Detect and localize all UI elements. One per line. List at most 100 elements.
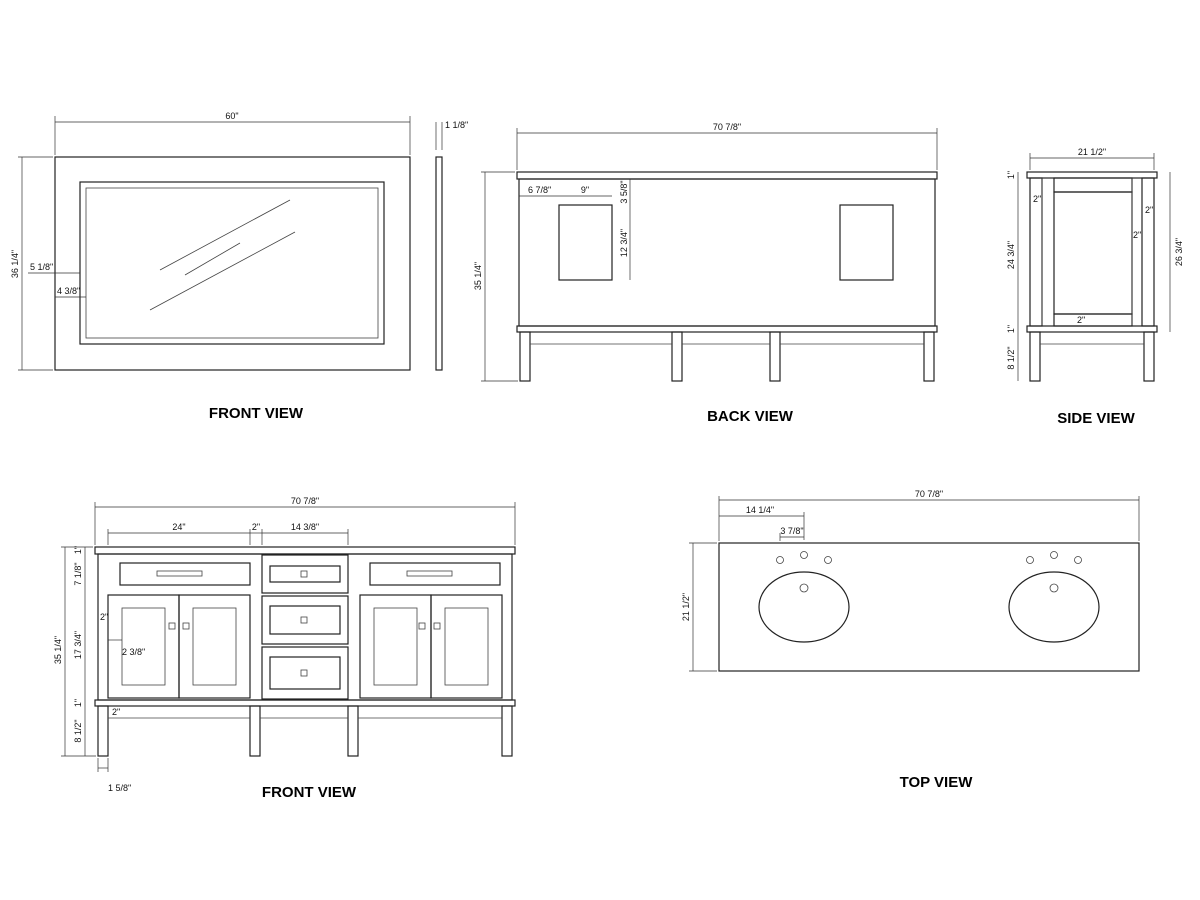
side-bottom-rail bbox=[1053, 313, 1133, 327]
cabinet-leg bbox=[501, 705, 513, 757]
mirror-glass bbox=[85, 187, 379, 339]
mirror-width-label: 60" bbox=[225, 111, 238, 121]
side-rail-label: 2" bbox=[1033, 194, 1041, 204]
center-drawer-3-knob bbox=[300, 669, 308, 677]
back-leg bbox=[519, 331, 531, 382]
center-drawer-2-face bbox=[269, 605, 341, 635]
cabinet-base-rail-label: 1" bbox=[73, 699, 83, 707]
section-left-label: 24" bbox=[172, 522, 185, 532]
right-door-knob bbox=[418, 622, 426, 630]
faucet-spacing-label: 3 7/8" bbox=[780, 526, 803, 536]
mirror-side-profile bbox=[435, 156, 443, 371]
left-door-2 bbox=[178, 594, 251, 699]
right-door-2 bbox=[430, 594, 503, 699]
mirror-front-view: 60" 36 1/4" 5 1/8" 4 3/8" 1 1/8" FRONT V… bbox=[10, 111, 468, 422]
cabinet-base-rail bbox=[94, 699, 516, 707]
side-inner-height-label: 24 3/4" bbox=[1006, 241, 1016, 269]
cabinet-front-view: 70 7/8" 24" 2" 14 3/8" 1" 7 1/8" 35 1/4"… bbox=[53, 496, 516, 801]
right-door-2-panel bbox=[444, 607, 489, 686]
cabinet-bottom-rail-label: 2" bbox=[112, 707, 120, 717]
left-door-1-panel bbox=[121, 607, 166, 686]
side-base-rail-label: 1" bbox=[1006, 325, 1016, 333]
left-door-knob bbox=[182, 622, 190, 630]
back-cutout-left bbox=[558, 204, 613, 281]
left-sink-basin bbox=[758, 571, 850, 643]
center-drawer-2 bbox=[261, 595, 349, 645]
cutout-offset-label: 6 7/8" bbox=[528, 185, 551, 195]
cabinet-overall-height-label: 35 1/4" bbox=[53, 636, 63, 664]
back-leg bbox=[923, 331, 935, 382]
side-overall-height-label: 26 3/4" bbox=[1174, 238, 1184, 266]
faucet-offset-label: 14 1/4" bbox=[746, 505, 774, 515]
cabinet-door-height-label: 17 3/4" bbox=[73, 631, 83, 659]
frame-side-label: 5 1/8" bbox=[30, 262, 53, 272]
cabinet-leg bbox=[347, 705, 359, 757]
cabinet-rail-label: 2" bbox=[100, 612, 108, 622]
countertop-plan bbox=[718, 542, 1140, 672]
right-door-knob bbox=[433, 622, 441, 630]
side-view: 21 1/2" 1" 24 3/4" 1" 8 1/2" 26 3/4" 2" … bbox=[1006, 147, 1184, 427]
left-drawer-handle bbox=[156, 570, 203, 577]
cabinet-width-label: 70 7/8" bbox=[291, 496, 319, 506]
center-drawer-3 bbox=[261, 646, 349, 700]
center-drawer-1 bbox=[261, 554, 349, 594]
side-leg-height-label: 8 1/2" bbox=[1006, 346, 1016, 369]
cabinet-leg-height-label: 8 1/2" bbox=[73, 719, 83, 742]
left-drawer bbox=[119, 562, 251, 586]
cabinet-top-thickness-label: 1" bbox=[73, 546, 83, 554]
side-top-rail bbox=[1053, 177, 1133, 193]
left-drain-icon bbox=[799, 583, 809, 593]
center-drawer-1-knob bbox=[300, 570, 308, 578]
left-faucet-hole-icon bbox=[824, 556, 832, 564]
right-drain-icon bbox=[1049, 583, 1059, 593]
right-sink-basin bbox=[1008, 571, 1100, 643]
back-leg bbox=[769, 331, 781, 382]
side-bottom-rail-label: 2" bbox=[1077, 315, 1085, 325]
left-door-knob bbox=[168, 622, 176, 630]
left-faucet-hole-icon bbox=[776, 556, 784, 564]
back-leg bbox=[671, 331, 683, 382]
mirror-height-label: 36 1/4" bbox=[10, 250, 20, 278]
top-depth-label: 21 1/2" bbox=[681, 593, 691, 621]
right-door-1 bbox=[359, 594, 432, 699]
mirror-depth-label: 1 1/8" bbox=[445, 120, 468, 130]
glass-reflection-line bbox=[159, 199, 291, 271]
cabinet-front-view-title: FRONT VIEW bbox=[262, 784, 357, 801]
cabinet-leg bbox=[249, 705, 261, 757]
cabinet-leg-width-label: 1 5/8" bbox=[108, 783, 131, 793]
back-countertop bbox=[516, 171, 938, 180]
right-faucet-hole-icon bbox=[1026, 556, 1034, 564]
cutout-width-label: 9" bbox=[581, 185, 589, 195]
glass-reflection-line bbox=[149, 231, 296, 311]
center-drawer-1-face bbox=[269, 565, 341, 583]
back-width-label: 70 7/8" bbox=[713, 122, 741, 132]
glass-reflection-line bbox=[184, 242, 241, 276]
back-panel bbox=[518, 178, 936, 327]
cutout-height-label: 12 3/4" bbox=[619, 229, 629, 257]
cabinet-stile-label: 2 3/8" bbox=[122, 647, 145, 657]
side-top-thickness-label: 1" bbox=[1006, 171, 1016, 179]
right-faucet-hole-icon bbox=[1050, 551, 1058, 559]
right-door-1-panel bbox=[373, 607, 418, 686]
back-view-title: BACK VIEW bbox=[707, 408, 794, 425]
right-drawer bbox=[369, 562, 501, 586]
mirror-outer-frame bbox=[54, 156, 411, 371]
top-view-title: TOP VIEW bbox=[900, 774, 974, 791]
back-cutout-right bbox=[839, 204, 894, 281]
back-height-label: 35 1/4" bbox=[473, 262, 483, 290]
back-view: 70 7/8" 35 1/4" 6 7/8" 9" 3 5/8" 12 3/4"… bbox=[473, 122, 938, 425]
mirror-inner-frame bbox=[79, 181, 385, 345]
top-width-label: 70 7/8" bbox=[915, 489, 943, 499]
cabinet-leg bbox=[97, 705, 109, 757]
side-base-rail bbox=[1026, 325, 1158, 333]
center-drawer-3-face bbox=[269, 656, 341, 690]
side-view-title: SIDE VIEW bbox=[1057, 410, 1135, 427]
side-countertop bbox=[1026, 171, 1158, 179]
left-door-2-panel bbox=[192, 607, 237, 686]
side-back-stile bbox=[1141, 177, 1155, 327]
center-drawer-2-knob bbox=[300, 616, 308, 624]
frame-inner-label: 4 3/8" bbox=[57, 286, 80, 296]
side-leg bbox=[1029, 331, 1041, 382]
side-width-label: 21 1/2" bbox=[1078, 147, 1106, 157]
